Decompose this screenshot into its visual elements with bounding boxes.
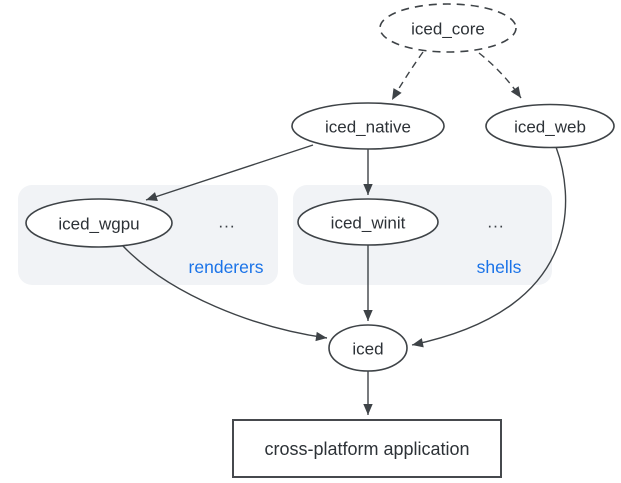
node-iced-native: iced_native (291, 102, 445, 150)
iced-native-ellipse (291, 102, 445, 150)
application-rect (232, 419, 502, 478)
iced-winit-ellipse (297, 198, 439, 246)
edge-web-to-iced (411, 146, 567, 348)
application-label: cross-platform application (264, 439, 469, 459)
iced-core-ellipse (379, 3, 517, 53)
node-iced-wgpu: iced_wgpu (25, 198, 173, 248)
edge-core-to-native (391, 51, 424, 101)
renderers-ellipsis: ... (218, 213, 235, 232)
iced-web-ellipse (485, 103, 615, 149)
iced-web-label: iced_web (514, 118, 586, 137)
iced-label: iced (352, 340, 383, 359)
edge-wgpu-to-iced (122, 245, 328, 342)
shells-ellipsis: ... (487, 213, 504, 232)
iced-wgpu-label: iced_wgpu (58, 215, 139, 234)
renderers-group-label: renderers (189, 257, 264, 277)
iced-wgpu-ellipse (25, 198, 173, 248)
iced-winit-label: iced_winit (331, 214, 406, 233)
edge-core-to-web (478, 52, 522, 99)
edge-native-to-wgpu (145, 144, 314, 202)
node-iced: iced (328, 324, 408, 372)
iced-ellipse (328, 324, 408, 372)
shells-group-label: shells (477, 257, 522, 277)
node-iced-web: iced_web (485, 103, 615, 149)
iced-native-label: iced_native (325, 118, 411, 137)
node-iced-winit: iced_winit (297, 198, 439, 246)
node-iced-core: iced_core (379, 3, 517, 53)
node-application: cross-platform application (232, 419, 502, 478)
iced-core-label: iced_core (411, 20, 485, 39)
